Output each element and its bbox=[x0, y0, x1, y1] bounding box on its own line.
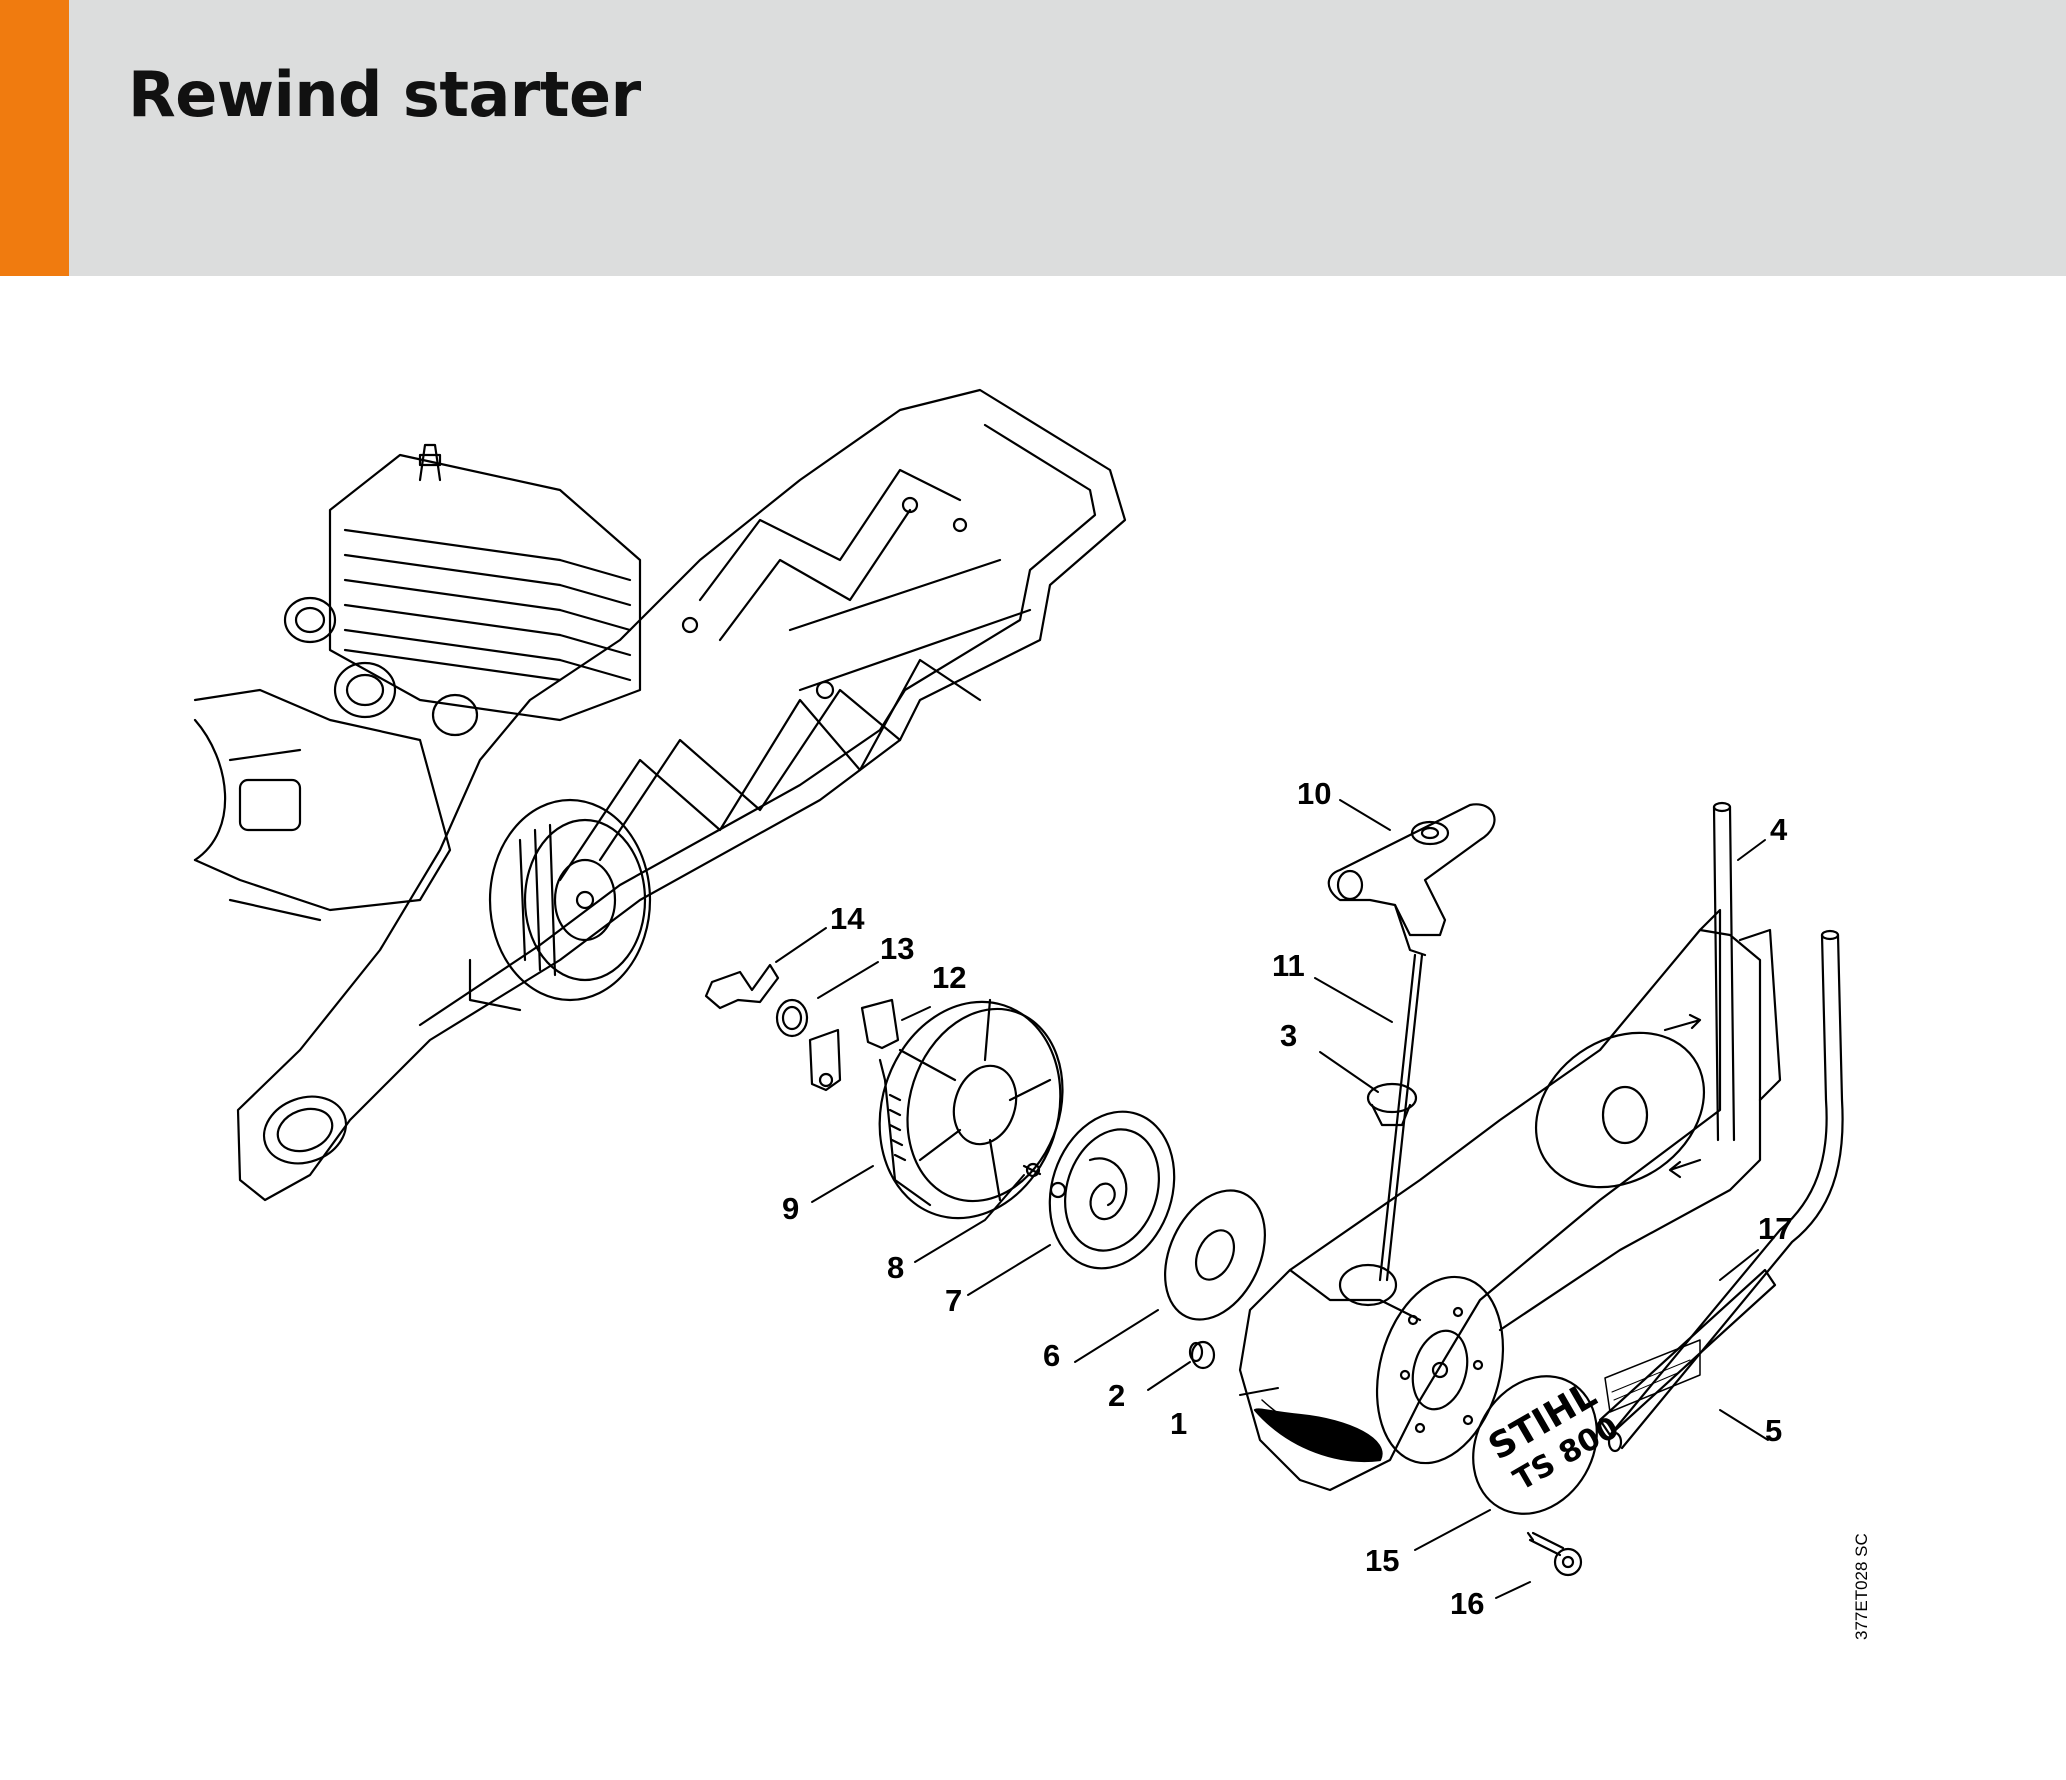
page-title: Rewind starter bbox=[128, 58, 641, 131]
callout-3: 3 bbox=[1280, 1018, 1298, 1053]
callout-10: 10 bbox=[1297, 776, 1332, 811]
page-header bbox=[0, 0, 2066, 276]
part-17-label-sticker bbox=[1598, 1268, 1777, 1437]
part-15-logo-plate bbox=[1472, 1375, 1598, 1515]
callout-13: 13 bbox=[880, 931, 915, 966]
callout-2: 2 bbox=[1108, 1378, 1126, 1413]
callout-12: 12 bbox=[932, 960, 967, 995]
part-14-spring-clip bbox=[704, 963, 780, 1010]
leader-lines bbox=[775, 799, 1769, 1599]
part-12-pawl bbox=[860, 998, 900, 1050]
part-4-tube-upper bbox=[1712, 801, 1736, 1142]
callout-1: 1 bbox=[1170, 1406, 1188, 1441]
part-8-screw-small bbox=[1025, 1162, 1041, 1178]
part-11-starter-rope bbox=[1378, 953, 1424, 1282]
callout-11: 11 bbox=[1272, 948, 1305, 983]
part-1-starter-cover bbox=[1238, 908, 1782, 1492]
callout-9: 9 bbox=[782, 1191, 800, 1226]
part-3-rope-guide bbox=[1366, 1082, 1418, 1127]
exploded-parts-diagram: STIHL TS 800 bbox=[193, 388, 1844, 1599]
part-16-screw bbox=[1526, 1531, 1583, 1577]
callout-5: 5 bbox=[1765, 1413, 1783, 1448]
part-10-starter-grip bbox=[1327, 803, 1496, 957]
part-6-washer bbox=[1164, 1189, 1266, 1321]
callout-7: 7 bbox=[945, 1283, 963, 1318]
callout-4: 4 bbox=[1770, 812, 1788, 847]
callout-17: 17 bbox=[1758, 1211, 1793, 1246]
callout-6: 6 bbox=[1043, 1338, 1061, 1373]
figure-code: 377ET028 SC bbox=[1852, 1533, 1871, 1640]
engine-housing bbox=[193, 388, 1127, 1202]
part-2-spacer-sleeve bbox=[1188, 1340, 1216, 1370]
callout-15: 15 bbox=[1365, 1543, 1400, 1578]
header-accent-bar bbox=[0, 0, 69, 276]
callout-14: 14 bbox=[830, 901, 865, 936]
part-13-washer-small bbox=[775, 998, 809, 1038]
part-5-tube-lower bbox=[1607, 929, 1844, 1453]
part-9-rope-rotor bbox=[878, 998, 1064, 1220]
callout-8: 8 bbox=[887, 1250, 905, 1285]
part-7-spring-housing bbox=[1048, 1110, 1176, 1270]
callout-16: 16 bbox=[1450, 1586, 1485, 1621]
